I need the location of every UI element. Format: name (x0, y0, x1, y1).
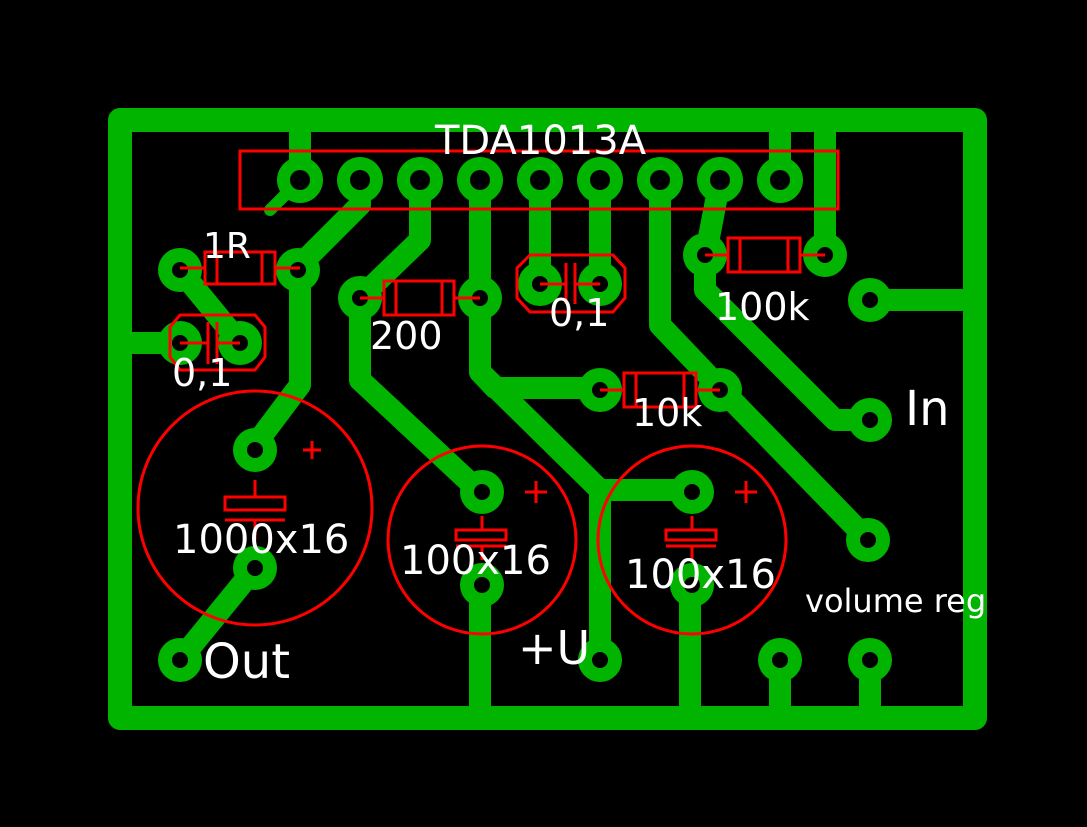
c3-label: 1000x16 (173, 517, 349, 563)
capacitor-plate-positive (664, 528, 718, 542)
ground-frame (108, 108, 987, 730)
drill-hole (247, 442, 263, 458)
r4-label: 10k (632, 391, 702, 435)
supply-label: +U (518, 621, 590, 675)
drill-hole (247, 560, 263, 576)
capacitor-outline (386, 444, 578, 636)
capacitor-outline (596, 444, 788, 636)
input-label: In (905, 381, 950, 437)
trace-pin7 (649, 169, 879, 551)
labels: TDA1013A 1R 0,1 200 0,1 100k 10k 1000x16… (172, 118, 986, 690)
resistor-200-symbol (360, 279, 480, 317)
drill-hole (410, 170, 430, 190)
trace-pin8 (694, 169, 881, 431)
drill-hole (684, 484, 700, 500)
drill-hole (592, 652, 608, 668)
resistor-1r-symbol (180, 250, 300, 286)
capacitor-plate-positive (454, 528, 508, 542)
drill-hole (172, 652, 188, 668)
r1-label: 1R (203, 226, 251, 267)
r3-label: 100k (715, 285, 810, 329)
c4-label: 100x16 (400, 538, 551, 584)
drill-hole (862, 412, 878, 428)
c2-label: 0,1 (549, 291, 609, 335)
drill-hole (862, 652, 878, 668)
electrolytic-c4-symbol (386, 444, 578, 636)
drill-hole (470, 170, 490, 190)
capacitor-outline (168, 313, 267, 372)
silkscreen (136, 149, 840, 636)
c5-label: 100x16 (625, 552, 776, 598)
capacitor-c2-symbol (515, 253, 627, 314)
c1-label: 0,1 (172, 351, 232, 395)
resistor-10k-symbol (600, 371, 720, 409)
resistor-100k-symbol (705, 236, 825, 274)
drill-hole (650, 170, 670, 190)
drill-hole (172, 262, 188, 278)
drill-hole (860, 532, 876, 548)
drill-hole (590, 170, 610, 190)
drill-hole (290, 262, 306, 278)
capacitor-c1-symbol (168, 313, 267, 372)
trace-supply (469, 361, 611, 671)
drill-hole (474, 484, 490, 500)
drill-hole (684, 577, 700, 593)
drill-hole (530, 170, 550, 190)
drill-hole (710, 170, 730, 190)
drill-hole (862, 292, 878, 308)
drill-hole (350, 170, 370, 190)
ic-outline (238, 149, 840, 211)
capacitor-outline (515, 253, 627, 314)
output-label: Out (203, 634, 290, 690)
drill-hole (474, 577, 490, 593)
drill-hole (770, 170, 790, 190)
capacitor-outline (136, 389, 374, 627)
capacitor-plate-positive (223, 495, 287, 512)
electrolytic-c5-symbol (596, 444, 788, 636)
ic-label: TDA1013A (434, 118, 647, 164)
r2-label: 200 (370, 314, 443, 358)
volume-label: volume reg (805, 582, 986, 620)
electrolytic-c3-symbol (136, 389, 374, 627)
drill-hole (290, 170, 310, 190)
ground-ring-trace (108, 108, 987, 730)
drill-hole (772, 652, 788, 668)
